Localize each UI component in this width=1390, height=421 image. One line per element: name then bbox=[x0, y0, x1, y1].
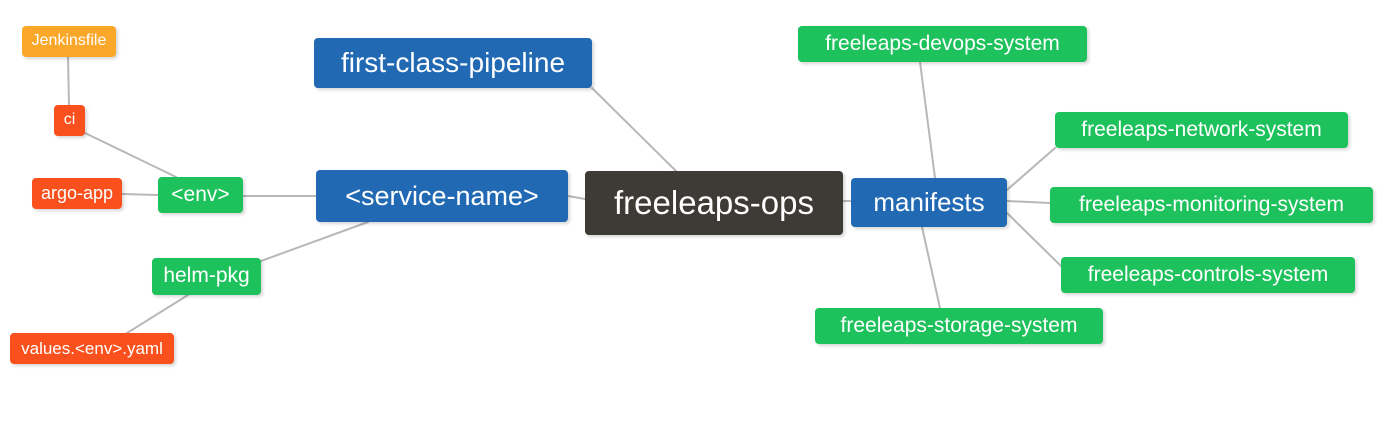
node-label-service-name: <service-name> bbox=[345, 180, 539, 211]
edge-freeleaps-network-system-to-manifests bbox=[1006, 147, 1056, 191]
node-env[interactable]: <env> bbox=[158, 177, 243, 213]
node-label-freeleaps-devops-system: freeleaps-devops-system bbox=[825, 31, 1060, 55]
edge-values-env-yaml-to-helm-pkg bbox=[126, 294, 189, 334]
node-service-name[interactable]: <service-name> bbox=[316, 170, 568, 222]
node-label-freeleaps-monitoring-system: freeleaps-monitoring-system bbox=[1079, 192, 1344, 216]
node-freeleaps-ops[interactable]: freeleaps-ops bbox=[585, 171, 843, 235]
node-freeleaps-controls-system[interactable]: freeleaps-controls-system bbox=[1061, 257, 1355, 293]
node-freeleaps-storage-system[interactable]: freeleaps-storage-system bbox=[815, 308, 1103, 344]
node-label-jenkinsfile: Jenkinsfile bbox=[31, 32, 107, 50]
node-label-freeleaps-storage-system: freeleaps-storage-system bbox=[840, 313, 1078, 337]
node-label-freeleaps-network-system: freeleaps-network-system bbox=[1081, 117, 1322, 141]
node-label-freeleaps-controls-system: freeleaps-controls-system bbox=[1087, 262, 1329, 286]
node-label-manifests: manifests bbox=[873, 186, 985, 217]
node-freeleaps-devops-system[interactable]: freeleaps-devops-system bbox=[798, 26, 1087, 62]
node-label-freeleaps-ops: freeleaps-ops bbox=[614, 183, 814, 221]
edge-first-class-pipeline-to-freeleaps-ops bbox=[591, 87, 677, 172]
node-ci[interactable]: ci bbox=[54, 105, 85, 136]
edge-freeleaps-monitoring-system-to-manifests bbox=[1006, 200, 1051, 204]
node-manifests[interactable]: manifests bbox=[851, 178, 1007, 227]
node-values-env-yaml[interactable]: values.<env>.yaml bbox=[10, 333, 174, 364]
node-jenkinsfile[interactable]: Jenkinsfile bbox=[22, 26, 116, 57]
edge-service-name-to-freeleaps-ops bbox=[567, 195, 586, 200]
node-label-argo-app: argo-app bbox=[40, 183, 114, 204]
edge-argo-app-to-env bbox=[121, 193, 159, 196]
node-label-first-class-pipeline: first-class-pipeline bbox=[340, 47, 566, 79]
node-freeleaps-monitoring-system[interactable]: freeleaps-monitoring-system bbox=[1050, 187, 1373, 223]
node-label-env: <env> bbox=[171, 182, 230, 206]
node-freeleaps-network-system[interactable]: freeleaps-network-system bbox=[1055, 112, 1348, 148]
edge-freeleaps-storage-system-to-manifests bbox=[921, 226, 941, 309]
edge-ci-to-env bbox=[84, 132, 177, 178]
node-label-ci: ci bbox=[63, 111, 76, 129]
edge-freeleaps-devops-system-to-manifests bbox=[919, 61, 936, 179]
node-first-class-pipeline[interactable]: first-class-pipeline bbox=[314, 38, 592, 88]
edge-helm-pkg-to-service-name bbox=[260, 221, 369, 262]
node-label-helm-pkg: helm-pkg bbox=[163, 264, 250, 288]
edge-jenkinsfile-to-ci bbox=[67, 56, 70, 106]
node-label-values-env-yaml: values.<env>.yaml bbox=[21, 338, 163, 358]
node-argo-app[interactable]: argo-app bbox=[32, 178, 122, 209]
node-helm-pkg[interactable]: helm-pkg bbox=[152, 258, 261, 295]
